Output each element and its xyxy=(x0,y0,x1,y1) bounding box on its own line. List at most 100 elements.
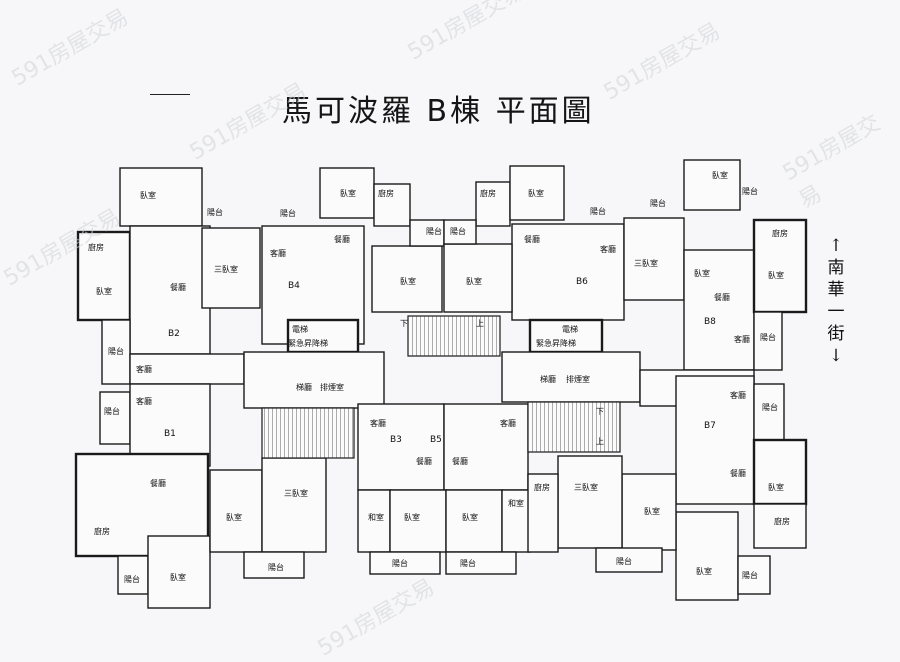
label-bedroom-b8c: 臥室 xyxy=(768,270,784,280)
street-char: 南 xyxy=(827,258,845,278)
title-kind: 平面圖 xyxy=(495,94,595,129)
label-third-b6: 三臥室 xyxy=(634,258,658,268)
room-b4-kitchen xyxy=(373,183,411,227)
label-lobby-right: 梯廳 xyxy=(540,374,556,384)
room-b8-kitchen xyxy=(752,218,808,314)
label-balcony-b6: 陽台 xyxy=(590,206,606,216)
room-b1-third-bedroom xyxy=(261,457,327,553)
label-balcony-b1b: 陽台 xyxy=(124,574,140,584)
label-balcony-b8b: 陽台 xyxy=(650,198,666,208)
label-living-b3: 客廳 xyxy=(370,418,386,428)
room-b2-balcony xyxy=(101,319,131,385)
elevator-lobby-right xyxy=(528,318,604,354)
unit-b6: B6 xyxy=(576,277,588,287)
label-bedroom-b2b: 臥室 xyxy=(96,286,112,296)
room-b3-bedroom xyxy=(389,489,447,553)
label-balcony-b2: 陽台 xyxy=(108,346,124,356)
title-project: 馬可波羅 xyxy=(282,94,414,129)
building-outline xyxy=(74,159,808,609)
room-b1-bedroom-b xyxy=(209,469,263,553)
label-bedroom-b6: 臥室 xyxy=(528,188,544,198)
label-living-b4: 客廳 xyxy=(270,248,286,258)
label-elevator-right: 電梯 xyxy=(562,324,578,334)
label-lobby-left: 梯廳 xyxy=(296,382,312,392)
label-dining-b1: 餐廳 xyxy=(150,478,166,488)
label-bedroom-b7: 臥室 xyxy=(696,566,712,576)
label-balcony-b3: 陽台 xyxy=(392,558,408,568)
street-char: 一 xyxy=(827,302,845,322)
label-elev-lobby-right: 緊急昇降梯 xyxy=(536,338,576,348)
arrow-down-icon: ↓ xyxy=(828,346,844,366)
label-down-right: 下 xyxy=(596,407,604,416)
label-third-b7: 三臥室 xyxy=(574,482,598,492)
stair-right xyxy=(527,401,621,453)
label-up-right: 上 xyxy=(596,437,604,446)
label-living-b2: 客廳 xyxy=(136,364,152,374)
room-b6-balcony xyxy=(443,219,477,245)
room-b4-bedroom-2 xyxy=(371,245,443,313)
label-bedroom-b5: 臥室 xyxy=(462,512,478,522)
room-b5-bedroom xyxy=(445,489,503,553)
label-third-b1: 三臥室 xyxy=(284,488,308,498)
label-balcony-b4b: 陽台 xyxy=(426,226,442,236)
label-elevator-left: 電梯 xyxy=(292,324,308,334)
room-b2-dining xyxy=(129,225,211,355)
room-b1-balcony-2 xyxy=(117,555,149,595)
street-label: ↑ 南 華 一 街 ↓ xyxy=(826,235,846,367)
room-b8-third-bedroom xyxy=(623,217,685,301)
label-kitchen-b7: 廚房 xyxy=(774,516,790,526)
label-dining-b3: 餐廳 xyxy=(416,456,432,466)
label-up-center: 上 xyxy=(476,319,484,328)
label-balcony-b1c: 陽台 xyxy=(268,562,284,572)
label-living-b5: 客廳 xyxy=(500,418,516,428)
room-b7-kitchen xyxy=(753,503,807,549)
label-balcony-b2b: 陽台 xyxy=(207,207,223,217)
label-living-b8: 客廳 xyxy=(734,334,750,344)
label-elev-lobby-left: 緊急昇降梯 xyxy=(288,338,328,348)
unit-b1: B1 xyxy=(164,429,176,439)
label-dining-b2: 餐廳 xyxy=(170,282,186,292)
label-bedroom-b7a: 臥室 xyxy=(768,482,784,492)
unit-b3: B3 xyxy=(390,435,402,445)
room-b7-bedroom-b xyxy=(621,473,677,551)
label-dining-b7: 餐廳 xyxy=(730,468,746,478)
label-living-b1: 客廳 xyxy=(136,396,152,406)
label-bedroom-b4b: 臥室 xyxy=(400,276,416,286)
room-b1-balcony xyxy=(99,391,131,445)
label-balcony-b5: 陽台 xyxy=(460,558,476,568)
room-b6-kitchen xyxy=(475,181,511,227)
room-b8-balcony xyxy=(753,311,783,371)
stair-center xyxy=(407,315,501,357)
room-b1-living xyxy=(129,383,211,467)
room-b8-dining xyxy=(683,249,755,371)
label-dining-b6: 餐廳 xyxy=(524,234,540,244)
label-stairroom-left: 排煙室 xyxy=(320,382,344,392)
room-b7-balcony xyxy=(753,383,785,441)
room-b7-bedroom-a xyxy=(752,438,808,506)
lobby-right xyxy=(501,351,641,403)
room-b8-bedroom xyxy=(683,159,741,211)
room-b2-living xyxy=(129,353,245,385)
room-b5-wash xyxy=(501,489,531,553)
title-overline xyxy=(150,94,190,95)
stair-left xyxy=(261,407,355,459)
street-char: 街 xyxy=(827,324,845,344)
label-balcony-b7: 陽台 xyxy=(762,402,778,412)
room-b5-living xyxy=(443,403,529,491)
label-kitchen-b6: 廚房 xyxy=(480,188,496,198)
label-kitchen-b2: 廚房 xyxy=(88,242,104,252)
lobby-left xyxy=(243,351,385,409)
plan-title: 馬可波羅 B棟 平面圖 xyxy=(282,86,595,130)
label-kitchen-b8: 廚房 xyxy=(772,228,788,238)
title-block: B棟 xyxy=(426,94,484,129)
room-b7-kitchen-2 xyxy=(527,473,559,553)
room-b5-balcony xyxy=(445,551,517,575)
room-b6-bedroom-2 xyxy=(443,243,513,313)
room-b7-bedroom xyxy=(675,511,739,601)
label-bedroom-b4: 臥室 xyxy=(340,188,356,198)
unit-b5: B5 xyxy=(430,435,442,445)
unit-b2: B2 xyxy=(168,329,180,339)
unit-b8: B8 xyxy=(704,317,716,327)
label-dining-b4: 餐廳 xyxy=(334,234,350,244)
